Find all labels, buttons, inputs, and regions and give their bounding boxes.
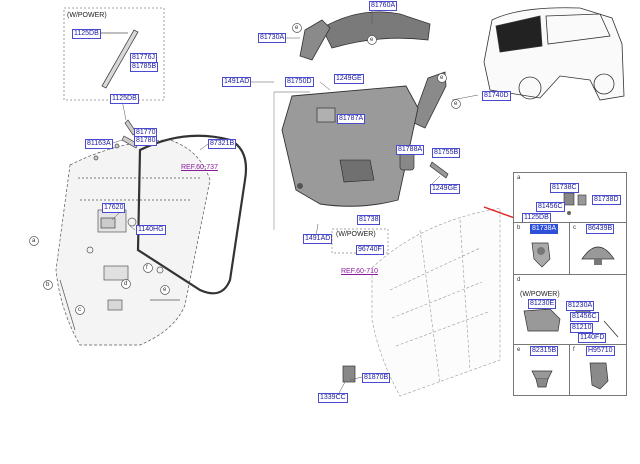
part-label-1125db[interactable]: 1125DB [110,94,139,104]
callout-e: e [440,75,444,81]
part-label-82315b[interactable]: 82315B [530,346,559,356]
detail-f-art [589,362,609,390]
detail-letter-d: d [517,277,521,283]
w-power-note-top: (W/POWER) [67,12,107,19]
part-label-81870b[interactable]: 81870B [362,373,391,383]
reference-link-60737[interactable]: REF.60-737 [181,164,218,171]
part-label-81456c[interactable]: 81456C [536,202,565,212]
detail-letter-f: f [573,347,575,353]
part-label-81210[interactable]: 81210 [570,323,594,333]
detail-letter-c: c [573,225,576,231]
body-structure [371,207,501,397]
detail-cell-d: d (W/POWER) 81230E 81230A 81456C 81210 1… [513,274,627,346]
part-label-81750d[interactable]: 81750D [285,77,314,87]
part-label-81788a[interactable]: 81788A [396,145,425,155]
weatherstrip-part [136,134,248,295]
trim-panel-part [281,85,419,207]
w-power-note-panel: (W/POWER) [520,291,560,298]
part-label-86439b[interactable]: 86439B [586,224,615,234]
part-label-81780[interactable]: 81780 [134,136,158,146]
callout-e: e [454,101,458,107]
part-label-1339cc[interactable]: 1339CC [318,393,348,403]
part-label-81755b[interactable]: 81755B [432,148,461,158]
detail-cell-f: f H95710 [569,344,627,396]
callout-e: e [370,37,374,43]
vehicle-rear-view [483,7,625,101]
part-label-17620[interactable]: 17620 [102,203,126,213]
detail-a-art [563,192,587,215]
part-label-1140fd[interactable]: 1140FD [578,333,607,343]
callout-f: f [146,265,148,271]
part-label-96740f[interactable]: 96740F [356,245,384,255]
reference-link-60710[interactable]: REF.60-710 [341,268,378,275]
part-label-81760a[interactable]: 81760A [369,1,398,11]
part-label-1125db[interactable]: 1125DB [72,29,101,39]
part-label-81230e[interactable]: 81230E [528,299,557,309]
part-label-1491ad[interactable]: 1491AD [303,234,333,244]
callout-d: d [124,281,128,287]
detail-letter-a: a [517,175,521,181]
part-label-81785b[interactable]: 81785B [130,62,159,72]
side-garnish-left [299,19,331,61]
part-label-h95710[interactable]: H95710 [586,346,615,356]
detail-cell-b: b 81738A [513,222,571,276]
detail-letter-b: b [517,225,521,231]
detail-c-art [581,246,615,265]
callout-a: a [32,238,36,244]
w-power-note-center: (W/POWER) [336,231,376,238]
part-label-81230a[interactable]: 81230A [566,301,595,311]
detail-cell-e: e 82315B [513,344,571,396]
detail-letter-e: e [517,347,521,353]
striker-part [342,365,356,383]
part-label-81738d[interactable]: 81738D [592,195,621,205]
part-label-1249ge[interactable]: 1249GE [334,74,364,84]
detail-cell-a: a 81738C 81738D 81456C 1125DB [513,172,627,224]
part-label-81456c[interactable]: 81456C [570,312,599,322]
spoiler-part [321,11,431,49]
callout-c: c [78,307,81,313]
callout-b: b [46,282,50,288]
detail-b-art [531,242,551,268]
part-label-81738[interactable]: 81738 [357,215,381,225]
part-label-81738c[interactable]: 81738C [550,183,579,193]
part-label-81738a-selected[interactable]: 81738A [530,224,559,234]
power-strut-part [101,29,139,89]
part-label-1249ge[interactable]: 1249GE [430,184,460,194]
part-label-81730a[interactable]: 81730A [258,33,287,43]
part-label-87321b[interactable]: 87321B [208,139,237,149]
part-label-1140hg[interactable]: 1140HG [136,225,166,235]
callout-e: e [163,287,167,293]
part-label-81163a[interactable]: 81163A [85,139,113,149]
part-label-1491ad[interactable]: 1491AD [222,77,252,87]
part-label-81787a[interactable]: 81787A [337,114,366,124]
callout-e: e [295,25,299,31]
detail-cell-c: c 86439B [569,222,627,276]
detail-e-art [531,370,553,388]
part-label-81740d[interactable]: 81740D [482,91,511,101]
